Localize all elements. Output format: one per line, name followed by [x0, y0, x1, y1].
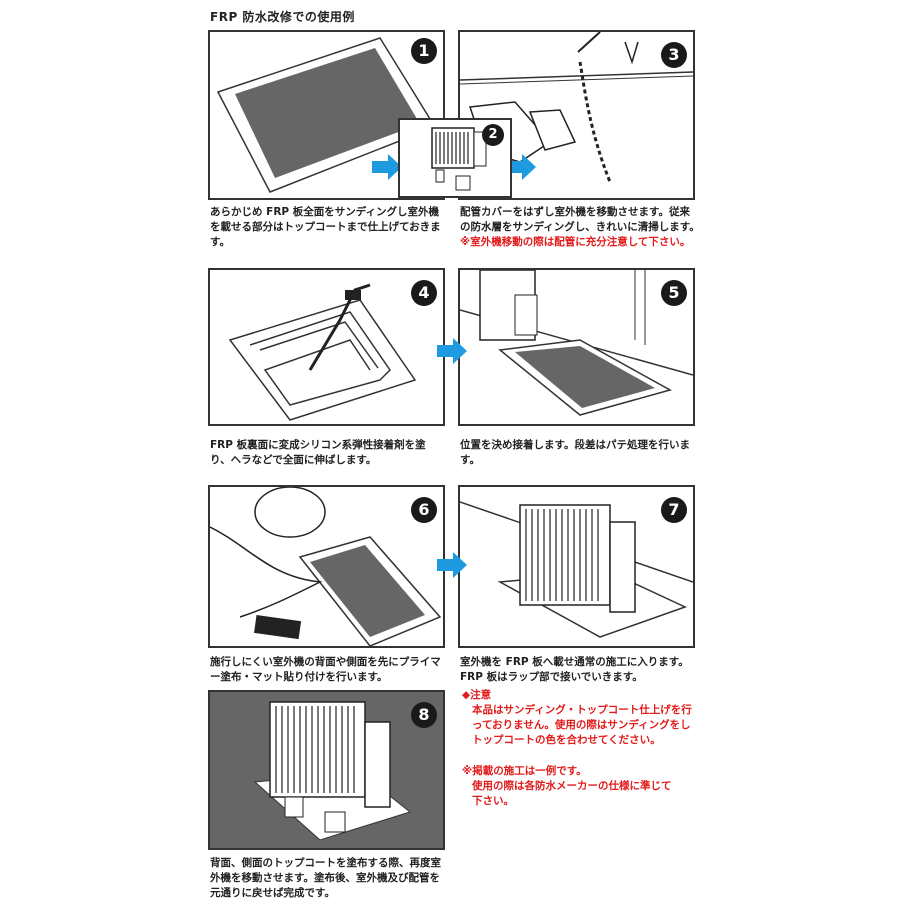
step-5-illustration: 5 — [458, 268, 695, 426]
step-number-4: 4 — [411, 280, 437, 306]
arrow-right-icon — [506, 154, 536, 180]
step-number-1: 1 — [411, 38, 437, 64]
step-number-6: 6 — [411, 497, 437, 523]
step-3-warning: ※室外機移動の際は配管に充分注意して下さい。 — [460, 236, 691, 248]
board-placement-illustration — [460, 270, 693, 416]
step-3-caption-text: 配管カバーをはずし室外機を移動させます。従来の防水層をサンディングし、きれいに清… — [460, 206, 700, 233]
primer-application-illustration — [210, 487, 442, 646]
step-7-caption: 室外機を FRP 板へ載せ通常の施工に入ります。FRP 板はラップ部で接いでいき… — [460, 656, 689, 683]
step-number-3: 3 — [661, 42, 687, 68]
arrow-right-icon — [372, 154, 402, 180]
step-8-illustration: 8 — [208, 690, 445, 850]
step-4-illustration: 4 — [208, 268, 445, 426]
step-number-8: 8 — [411, 702, 437, 728]
caution-body: 本品はサンディング・トップコート仕上げを行っておりません。使用の際はサンディング… — [472, 704, 692, 746]
example-note: ※掲載の施工は一例です。 — [462, 765, 587, 777]
step-1-caption: あらかじめ FRP 板全面をサンディングし室外機を載せる部分はトップコートまで仕… — [210, 206, 441, 248]
step-1-illustration: 1 — [208, 30, 445, 200]
step-number-7: 7 — [661, 497, 687, 523]
topcoat-application-illustration — [210, 692, 443, 848]
step-number-2: 2 — [482, 124, 504, 146]
arrow-right-icon — [437, 552, 467, 578]
arrow-right-icon — [437, 338, 467, 364]
step-4-caption: FRP 板裏面に変成シリコン系弾性接着剤を塗り、ヘラなどで全面に伸ばします。 — [210, 439, 426, 466]
ac-on-board-illustration — [460, 501, 693, 638]
step-5-caption: 位置を決め接着します。段差はパテ処理を行います。 — [460, 439, 690, 466]
caution-heading: ◆注意 — [462, 689, 492, 701]
example-note-body: 使用の際は各防水メーカーの仕様に準じて下さい。 — [472, 780, 672, 807]
step-3-caption: 配管カバーをはずし室外機を移動させます。従来の防水層をサンディングし、きれいに清… — [460, 205, 700, 250]
step-2-illustration: 2 — [398, 118, 512, 198]
step-6-caption: 施行しにくい室外機の背面や側面を先にプライマー塗布・マット貼り付けを行います。 — [210, 656, 441, 683]
step-number-5: 5 — [661, 280, 687, 306]
adhesive-application-illustration — [228, 283, 417, 421]
ac-unit-illustration — [431, 127, 487, 191]
step-7-illustration: 7 — [458, 485, 695, 648]
step-8-caption: 背面、側面のトップコートを塗布する際、再度室外機を移動させます。塗布後、室外機及… — [210, 857, 441, 899]
step-6-illustration: 6 — [208, 485, 445, 648]
page-title: FRP 防水改修での使用例 — [210, 10, 355, 24]
